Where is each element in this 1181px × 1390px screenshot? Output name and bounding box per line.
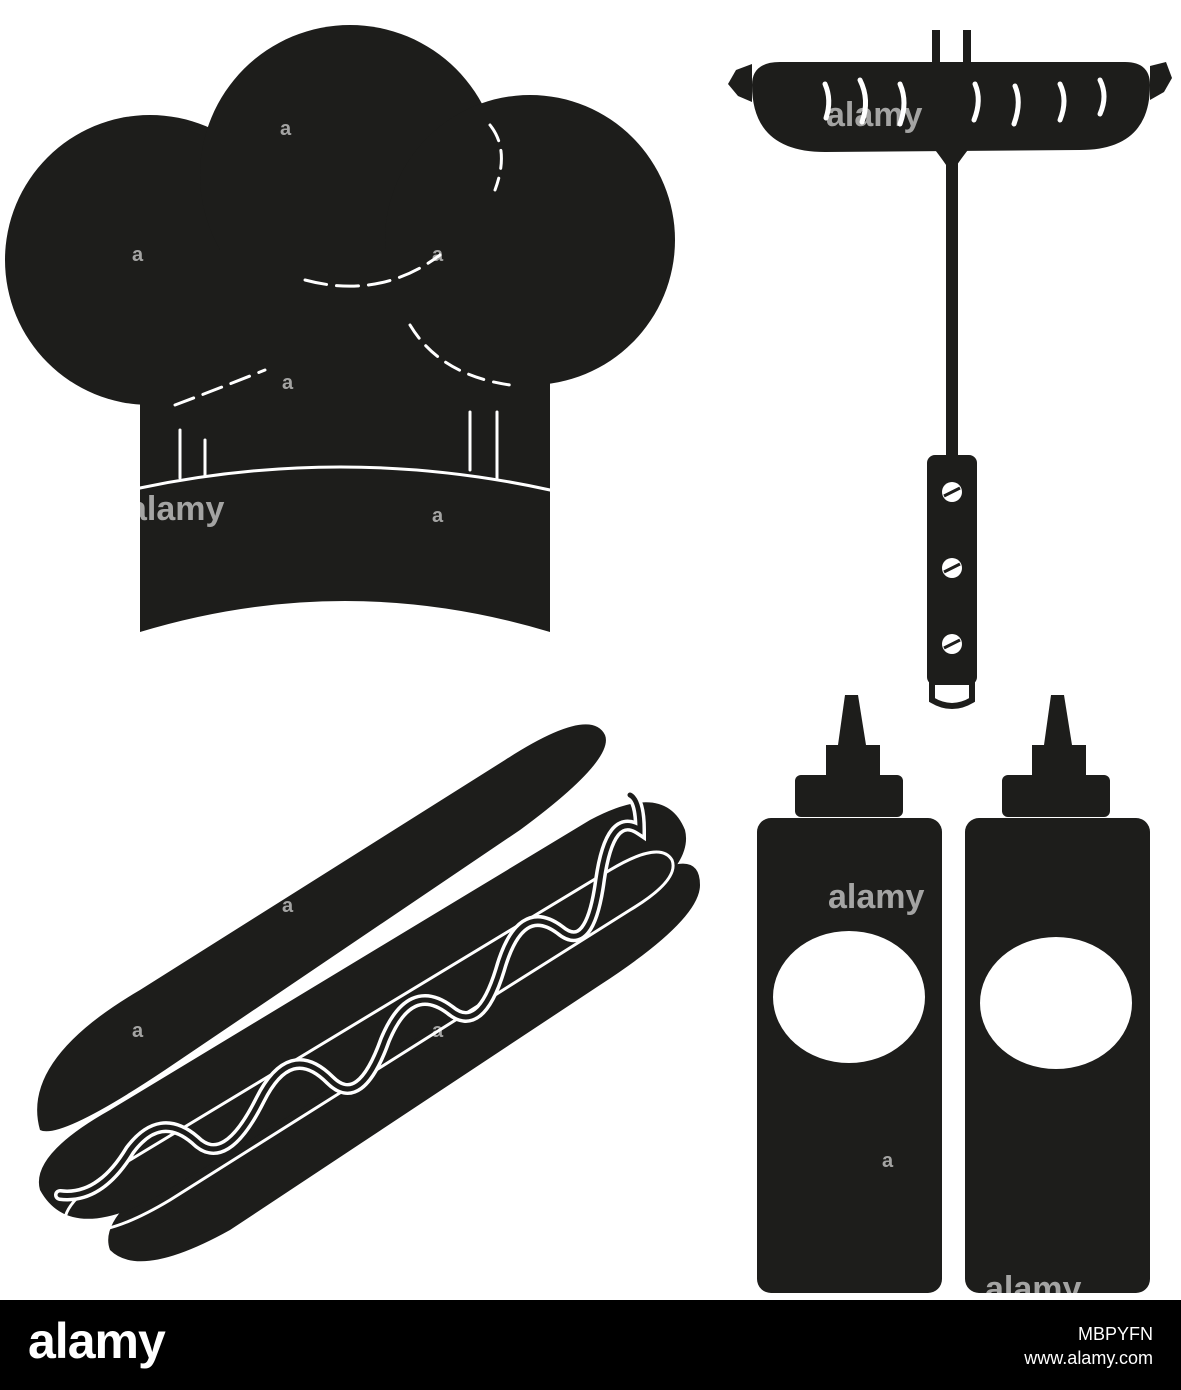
chef-hat-icon [5, 25, 675, 632]
sausage-on-fork-icon [728, 30, 1172, 709]
watermark-mark: a [132, 244, 144, 266]
site-url: www.alamy.com [1024, 1348, 1153, 1368]
footer-logo: alamy [28, 1313, 166, 1369]
watermark-mark: a [282, 372, 294, 394]
illustration [5, 25, 1172, 1293]
watermark-mark: a [432, 1020, 444, 1042]
footer-image-info: MBPYFN www.alamy.com [1024, 1322, 1153, 1370]
sauce-bottle-icon [757, 695, 942, 1293]
watermark-mark: a [282, 895, 294, 917]
footer-bar: alamy MBPYFN www.alamy.com [0, 1300, 1181, 1390]
image-id: MBPYFN [1077, 1324, 1153, 1344]
watermark-mark: a [280, 118, 292, 140]
sauce-bottle-icon [965, 695, 1150, 1293]
watermark-mark: a [432, 505, 444, 527]
watermark-mark: a [432, 244, 444, 266]
watermark: alamy [828, 878, 925, 916]
watermark: alamy [826, 96, 923, 134]
hot-dog-icon [37, 724, 700, 1262]
watermark-mark: a [882, 1150, 894, 1172]
watermark-mark: a [132, 1020, 144, 1042]
watermark: alamy [128, 490, 225, 528]
